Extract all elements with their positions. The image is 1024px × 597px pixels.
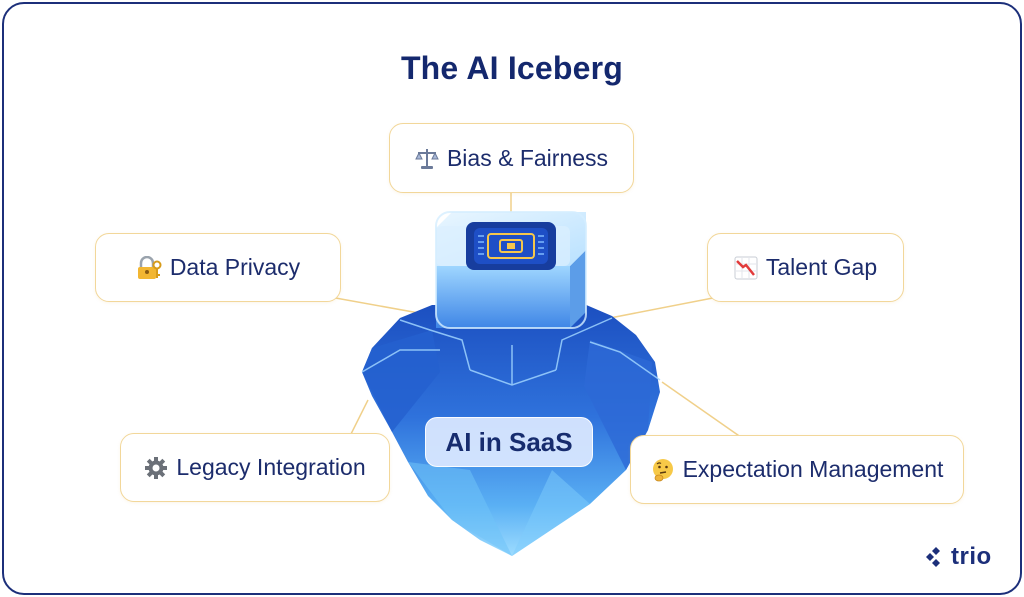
card-label: Talent Gap: [765, 254, 878, 280]
iceberg-facet-lines: [361, 317, 661, 386]
connector-talent: [609, 296, 719, 319]
card-label: Bias & Fairness: [446, 144, 609, 171]
locked-with-key-icon: [136, 255, 162, 280]
gear-icon: [144, 456, 168, 480]
card-expectation-management: Expectation Management: [630, 435, 964, 504]
card-data-privacy: Data Privacy: [95, 233, 341, 302]
iceberg-facet-bottom: [408, 462, 512, 556]
connector-expect: [661, 381, 746, 441]
card-bias-fairness: Bias & Fairness: [389, 123, 634, 193]
chart-decreasing-icon: [734, 256, 758, 280]
card-legacy-integration: Legacy Integration: [120, 433, 390, 502]
balance-scale-icon: [415, 147, 439, 169]
trio-logo-icon: [926, 547, 940, 567]
page-title: The AI Iceberg: [400, 50, 624, 86]
iceberg-facet-bottom-right: [512, 470, 590, 556]
cube-front-face: [436, 266, 570, 328]
center-label: AI in SaaS: [425, 417, 593, 467]
card-label: Expectation Management: [682, 456, 944, 482]
logo-text: trio: [951, 543, 992, 570]
card-talent-gap: Talent Gap: [707, 233, 904, 302]
card-label: Legacy Integration: [176, 454, 366, 480]
cube-right-face: [570, 250, 586, 328]
ai-chip-icon: [466, 222, 556, 270]
trio-logo: trio: [925, 543, 992, 571]
iceberg-facet-left: [362, 330, 440, 432]
connector-privacy: [329, 296, 431, 316]
card-label: Data Privacy: [169, 254, 301, 280]
cube-glow: [435, 211, 587, 329]
thinking-face-icon: [651, 458, 675, 482]
